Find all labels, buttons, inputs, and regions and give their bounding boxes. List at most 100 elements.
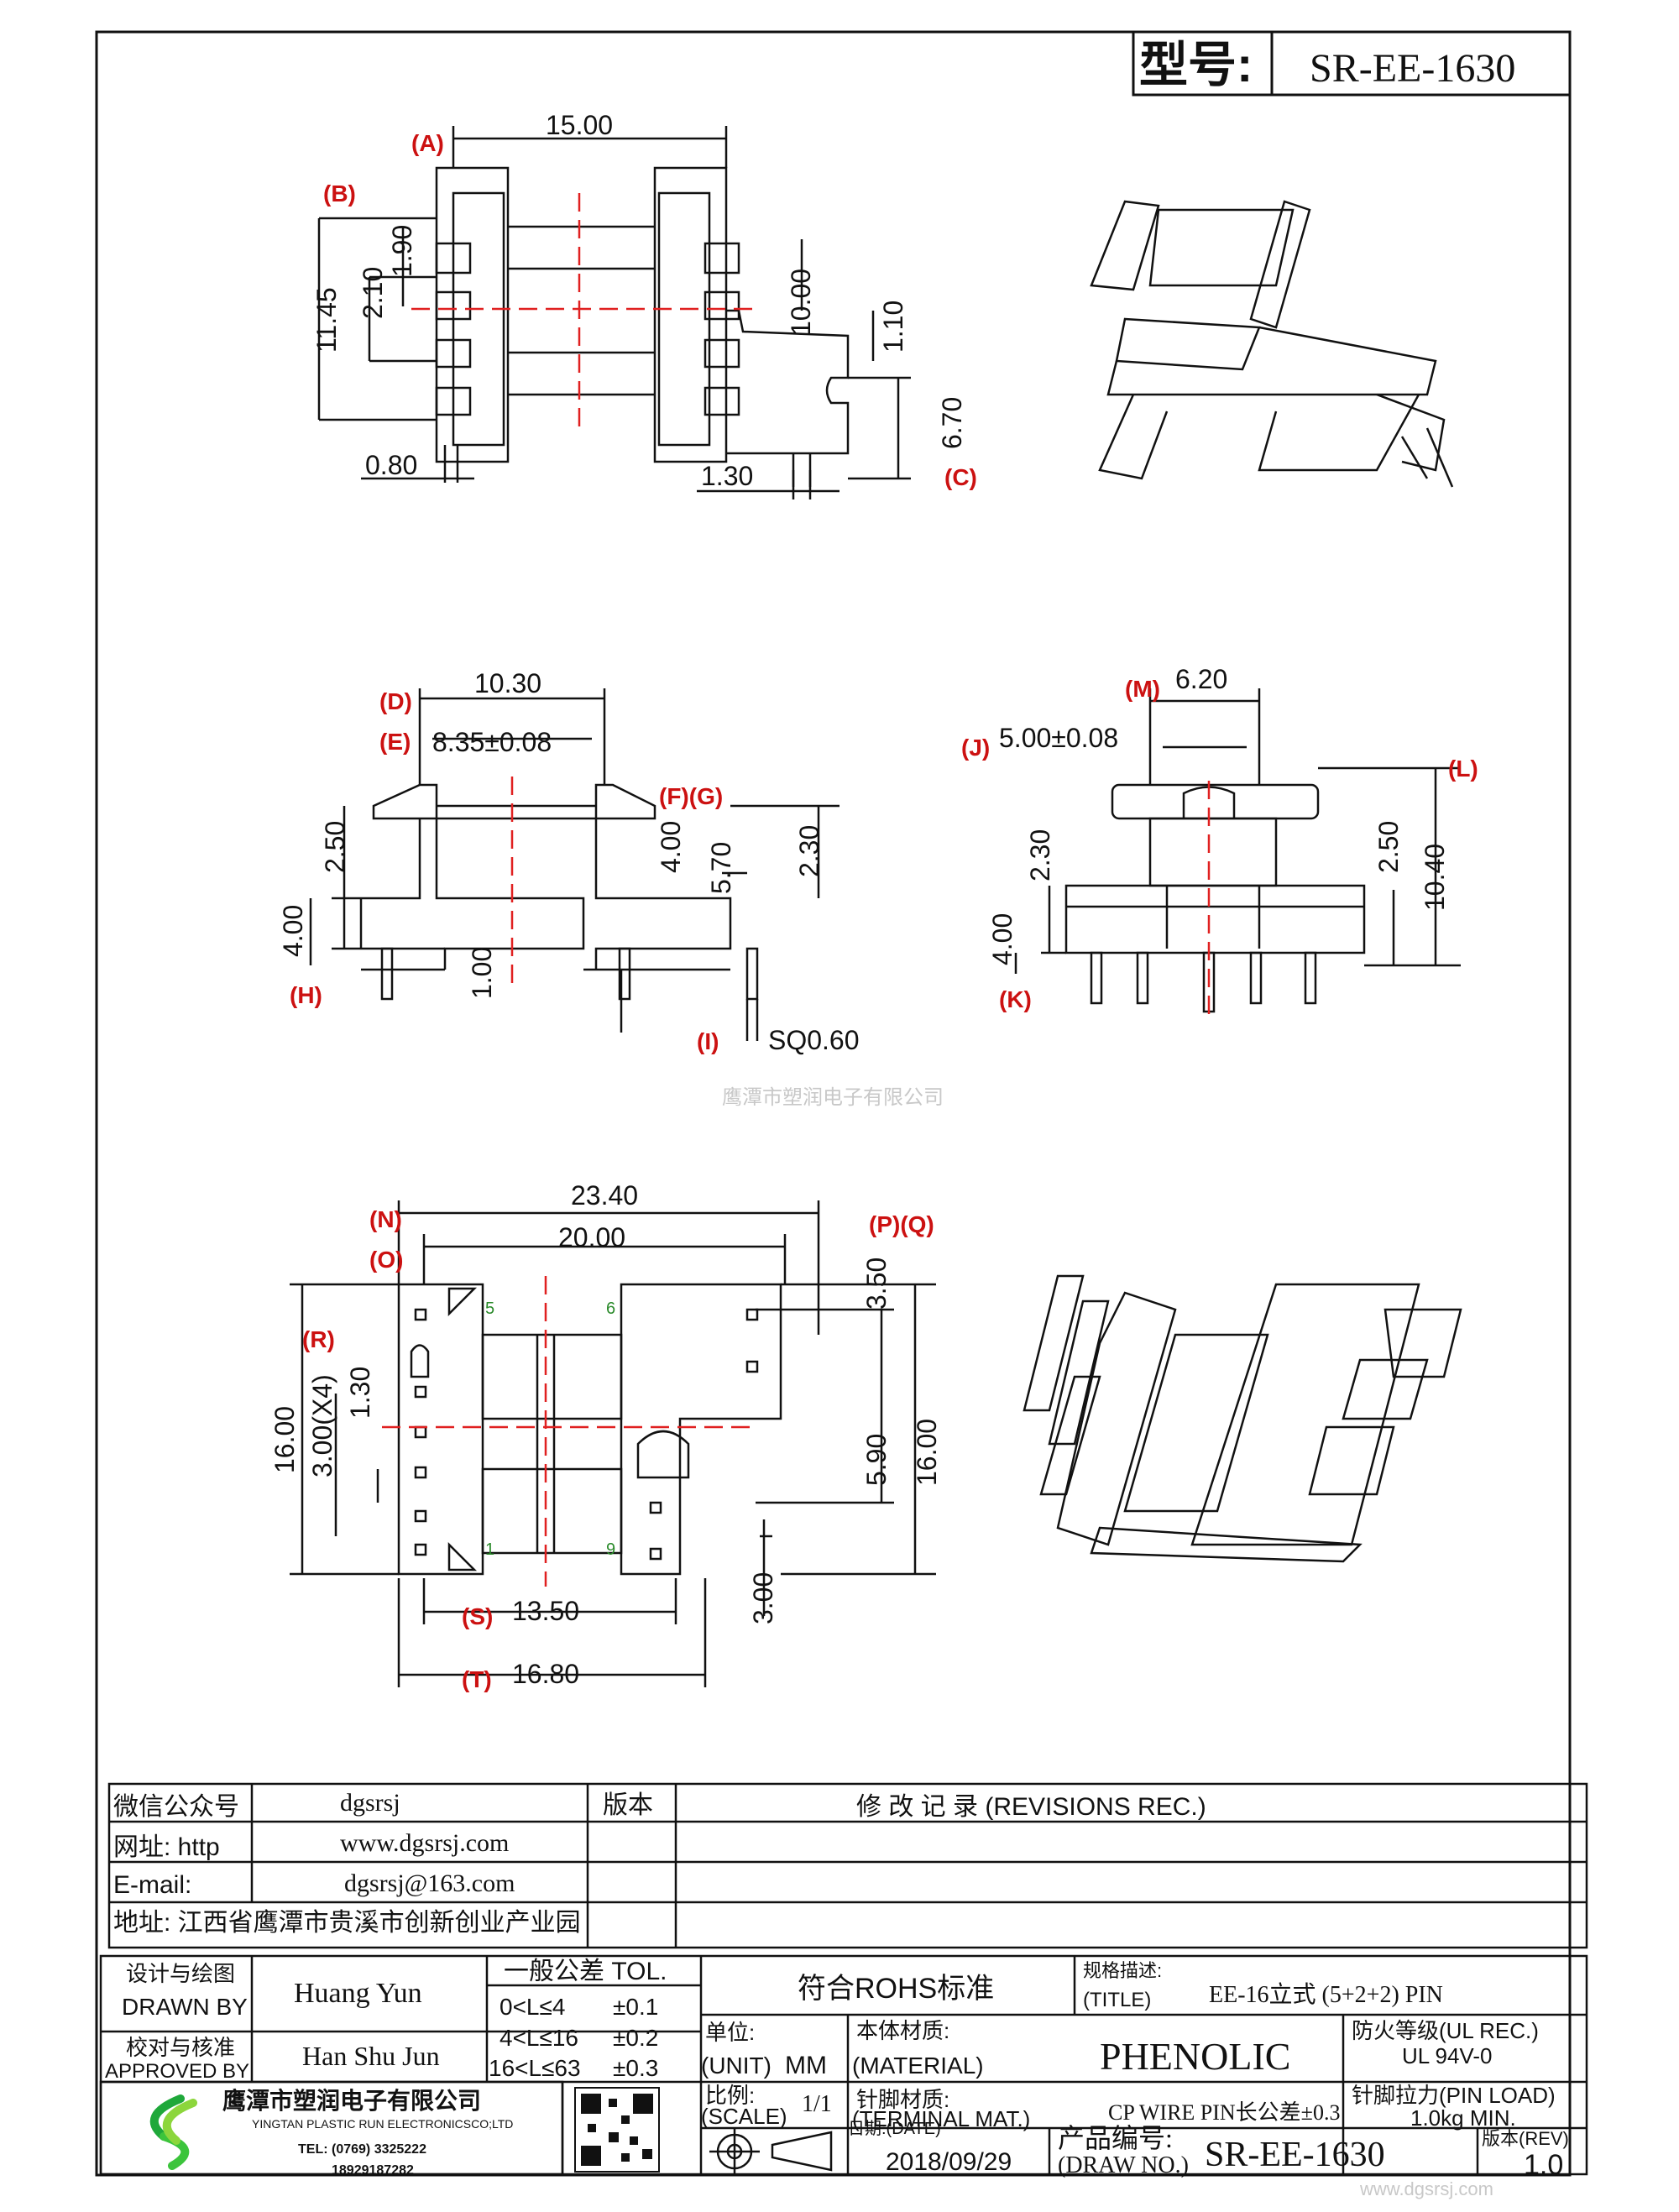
drawno-en: (DRAW NO.) bbox=[1058, 2152, 1189, 2178]
contact-text-layer: 微信公众号 dgsrsj 网址: http www.dgsrsj.com E-m… bbox=[113, 1789, 1206, 1937]
terminal-en: (TERMINAL MAT.) bbox=[852, 2106, 1030, 2131]
dim-4-00c: 4.00 bbox=[987, 913, 1017, 965]
dim-4-00b: 4.00 bbox=[656, 821, 686, 873]
dim-10-30: 10.30 bbox=[474, 668, 541, 698]
dim-2-30b: 2.30 bbox=[1025, 829, 1055, 881]
unit-cn: 单位: bbox=[705, 2020, 755, 2045]
ref-r: (R) bbox=[302, 1326, 335, 1352]
ref-d: (D) bbox=[379, 688, 412, 714]
pinload-cn: 针脚拉力(PIN LOAD) bbox=[1352, 2083, 1556, 2108]
scale-value: 1/1 bbox=[802, 2091, 832, 2117]
company-logo-icon bbox=[149, 2094, 197, 2170]
watermark-company: 鹰潭市塑润电子有限公司 bbox=[722, 1086, 944, 1109]
ref-n: (N) bbox=[369, 1206, 402, 1232]
pin-1: 1 bbox=[485, 1540, 494, 1559]
title-block-grid bbox=[99, 1954, 1588, 2176]
drawn-cn: 设计与绘图 bbox=[126, 1961, 235, 1986]
ref-i: (I) bbox=[697, 1028, 719, 1054]
dim-5-90: 5.90 bbox=[861, 1434, 892, 1486]
dim-1-90: 1.90 bbox=[387, 225, 417, 277]
iso-view-bottom bbox=[1023, 1274, 1462, 1563]
spec-en: (TITLE) bbox=[1083, 1989, 1151, 2011]
fire-cn: 防火等级(UL REC.) bbox=[1352, 2018, 1539, 2043]
dim-1-30a: 1.30 bbox=[701, 461, 753, 491]
view-side bbox=[1014, 688, 1461, 1013]
dim-5-00: 5.00±0.08 bbox=[999, 723, 1118, 753]
model-label: 型号: bbox=[1139, 38, 1253, 92]
terminal-value: CP WIRE PIN长公差±0.3 bbox=[1108, 2100, 1340, 2125]
dim-2-50b: 2.50 bbox=[1373, 821, 1404, 873]
rev-cn: 版本(REV) bbox=[1482, 2128, 1569, 2149]
tol-value-3: ±0.3 bbox=[613, 2055, 658, 2081]
dim-sq-0-60: SQ0.60 bbox=[768, 1025, 860, 1055]
dim-16-00a: 16.00 bbox=[269, 1406, 300, 1473]
tol-value-2: ±0.2 bbox=[613, 2025, 658, 2051]
company-name-en: YINGTAN PLASTIC RUN ELECTRONICSCO;LTD bbox=[252, 2117, 513, 2131]
unit-value: MM bbox=[785, 2052, 827, 2079]
approved-cn: 校对与核准 bbox=[126, 2035, 235, 2060]
spec-value: EE-16立式 (5+2+2) PIN bbox=[1209, 1981, 1443, 2008]
ref-fg: (F)(G) bbox=[659, 783, 723, 809]
dim-6-20: 6.20 bbox=[1175, 664, 1227, 694]
ref-j: (J) bbox=[961, 735, 990, 761]
dim-4-00a: 4.00 bbox=[278, 905, 308, 957]
dim-16-80: 16.80 bbox=[512, 1659, 579, 1689]
tol-value-1: ±0.1 bbox=[613, 1994, 658, 2020]
dim-0-80: 0.80 bbox=[365, 450, 417, 480]
pin-number-layer: 5 6 1 9 bbox=[485, 1299, 615, 1559]
ref-c: (C) bbox=[944, 464, 977, 490]
dim-3-00: 3.00 bbox=[748, 1572, 778, 1624]
ref-t: (T) bbox=[462, 1666, 492, 1692]
dim-15: 15.00 bbox=[546, 110, 613, 140]
approved-name: Han Shu Jun bbox=[302, 2041, 440, 2071]
qr-code-icon bbox=[574, 2087, 660, 2173]
drawno-value: SR-EE-1630 bbox=[1205, 2136, 1385, 2174]
dim-1-00: 1.00 bbox=[467, 947, 497, 999]
dim-23-40: 23.40 bbox=[571, 1180, 638, 1211]
pin-9: 9 bbox=[606, 1540, 615, 1559]
dim-3-00x4: 3.00(X4) bbox=[307, 1374, 337, 1477]
title-block-text-layer: 设计与绘图 DRAWN BY Huang Yun 校对与核准 APPROVED … bbox=[105, 1958, 1569, 2181]
drawn-en: DRAWN BY bbox=[122, 1994, 248, 2020]
dim-2-10: 2.10 bbox=[358, 267, 388, 319]
wechat-value: dgsrsj bbox=[340, 1789, 400, 1817]
view-top-left bbox=[317, 126, 911, 499]
date-value: 2018/09/29 bbox=[886, 2148, 1012, 2176]
pinload-value: 1.0kg MIN. bbox=[1410, 2105, 1516, 2131]
company-block: 鹰潭市塑润电子有限公司 YINGTAN PLASTIC RUN ELECTRON… bbox=[99, 2080, 660, 2178]
material-value: PHENOLIC bbox=[1100, 2035, 1290, 2078]
dim-16-00b: 16.00 bbox=[912, 1419, 942, 1486]
view-top-left-centerlines bbox=[411, 193, 756, 428]
drawno-cn: 产品编号: bbox=[1058, 2123, 1173, 2153]
company-name-cn: 鹰潭市塑润电子有限公司 bbox=[222, 2087, 481, 2114]
ref-o: (O) bbox=[369, 1247, 403, 1273]
ref-a: (A) bbox=[411, 130, 444, 156]
dim-11-45: 11.45 bbox=[311, 287, 342, 353]
ref-m: (M) bbox=[1125, 676, 1160, 702]
iso-view-top bbox=[1090, 200, 1454, 488]
dim-10-40: 10.40 bbox=[1420, 844, 1450, 911]
dim-20-00: 20.00 bbox=[558, 1222, 625, 1252]
header-model-box: 型号: SR-EE-1630 bbox=[1132, 30, 1572, 97]
ref-label-layer: (A) (B) (C) (D) (E) (F)(G) (H) (I) (J) (… bbox=[290, 130, 1478, 1692]
ref-k: (K) bbox=[999, 986, 1032, 1012]
terminal-cn: 针脚材质: bbox=[856, 2087, 949, 2112]
address: 地址: 江西省鹰潭市贵溪市创新创业产业园 bbox=[113, 1909, 581, 1937]
scale-cn: 比例: bbox=[705, 2083, 755, 2108]
web-value: www.dgsrsj.com bbox=[340, 1829, 509, 1857]
spec-cn: 规格描述: bbox=[1083, 1960, 1162, 1981]
unit-en: (UNIT) bbox=[701, 2053, 772, 2079]
ref-s: (S) bbox=[462, 1603, 493, 1629]
dim-10-00: 10.00 bbox=[786, 269, 816, 336]
tol-title: 一般公差 TOL. bbox=[504, 1958, 667, 1985]
material-en: (MATERIAL) bbox=[852, 2053, 984, 2079]
rev-value: 1.0 bbox=[1524, 2149, 1563, 2181]
dim-1-30b: 1.30 bbox=[345, 1367, 375, 1419]
company-mobile: 18929187282 bbox=[332, 2163, 414, 2178]
dim-13-50: 13.50 bbox=[512, 1596, 579, 1626]
revision-version-label: 版本 bbox=[603, 1791, 653, 1819]
pin-6: 6 bbox=[606, 1299, 615, 1318]
dim-6-70: 6.70 bbox=[937, 397, 967, 449]
dim-8-35: 8.35±0.08 bbox=[432, 727, 552, 757]
